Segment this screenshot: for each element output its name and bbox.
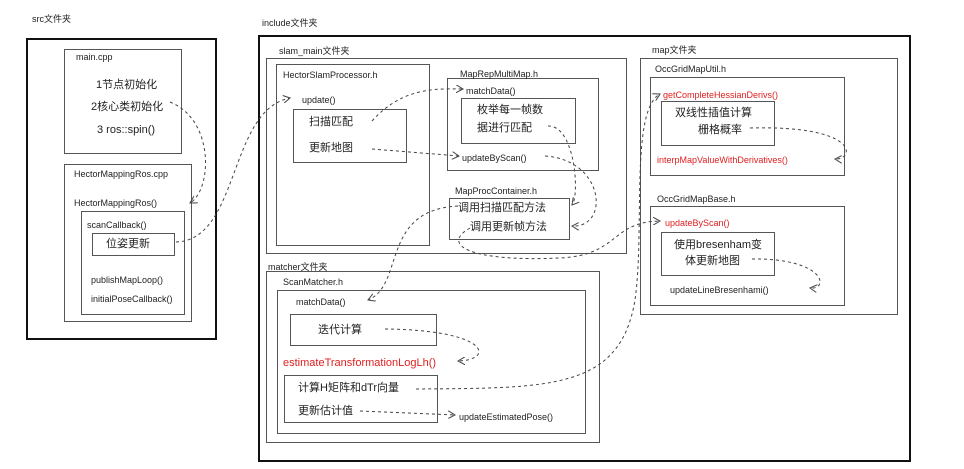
pose-update: 位姿更新 — [106, 238, 150, 250]
scanmatcher-title: ScanMatcher.h — [283, 277, 344, 287]
base-bresenham-1: 使用bresenham变 — [674, 239, 763, 251]
util-interp: interpMapValueWithDerivatives() — [657, 155, 788, 165]
main-cpp-title: main.cpp — [76, 52, 113, 62]
include-folder-title: include文件夹 — [262, 18, 318, 28]
util-hessian: getCompleteHessianDerivs() — [663, 90, 779, 100]
scan-callback: scanCallback() — [87, 220, 147, 230]
processor-inner-box — [293, 109, 407, 163]
initial-pose-callback: initialPoseCallback() — [91, 294, 173, 304]
util-inner-box — [661, 101, 775, 146]
main-step-3: 3 ros::spin() — [97, 124, 156, 136]
iterate-box — [290, 314, 437, 346]
multimap-match-data: matchData() — [466, 86, 516, 96]
base-inner-box — [661, 232, 775, 276]
processor-update-map: 更新地图 — [309, 142, 353, 154]
pose-update-box — [92, 233, 175, 256]
src-folder-title: src文件夹 — [32, 14, 71, 24]
base-title: OccGridMapBase.h — [657, 194, 736, 204]
util-title: OccGridMapUtil.h — [655, 64, 727, 74]
container-title: MapProcContainer.h — [455, 186, 538, 196]
processor-title: HectorSlamProcessor.h — [283, 70, 378, 80]
container-call-match: 调用扫描匹配方法 — [458, 202, 546, 214]
mapping-ros-func: HectorMappingRos() — [74, 198, 158, 208]
container-call-update: 调用更新帧方法 — [470, 221, 547, 233]
multimap-enum-2: 据进行匹配 — [477, 122, 532, 134]
main-step-1: 1节点初始化 — [96, 79, 158, 91]
base-update-line: updateLineBresenhami() — [670, 285, 769, 295]
main-step-2: 2核心类初始化 — [91, 101, 164, 113]
map-folder-title: map文件夹 — [652, 45, 697, 55]
scanmatcher-match-data: matchData() — [296, 297, 346, 307]
processor-update: update() — [302, 95, 336, 105]
publish-map-loop: publishMapLoop() — [91, 275, 164, 285]
util-bilinear-1: 双线性插值计算 — [675, 107, 752, 119]
util-bilinear-2: 栅格概率 — [698, 124, 742, 136]
processor-scan-match: 扫描匹配 — [309, 116, 353, 128]
update-estimate: 更新估计值 — [298, 405, 353, 417]
compute-h-matrix: 计算H矩阵和dTr向量 — [298, 382, 400, 394]
include-folder-frame — [258, 35, 911, 462]
base-update-by-scan: updateByScan() — [665, 218, 730, 228]
mapping-ros-box — [64, 164, 192, 322]
estimate-transformation: estimateTransformationLogLh() — [283, 357, 437, 369]
slam-main-title: slam_main文件夹 — [279, 46, 350, 56]
matcher-folder-title: matcher文件夹 — [268, 262, 328, 272]
mapping-ros-title: HectorMappingRos.cpp — [74, 169, 169, 179]
base-bresenham-2: 体更新地图 — [685, 255, 740, 267]
multimap-enum-1: 枚举每一帧数 — [477, 104, 543, 116]
compute-box — [284, 375, 438, 423]
multimap-title: MapRepMultiMap.h — [460, 69, 539, 79]
multimap-update-by-scan: updateByScan() — [462, 153, 527, 163]
iterate-compute: 迭代计算 — [318, 324, 362, 336]
mapping-inner-box — [81, 211, 185, 315]
update-estimated-pose: updateEstimatedPose() — [459, 412, 554, 422]
